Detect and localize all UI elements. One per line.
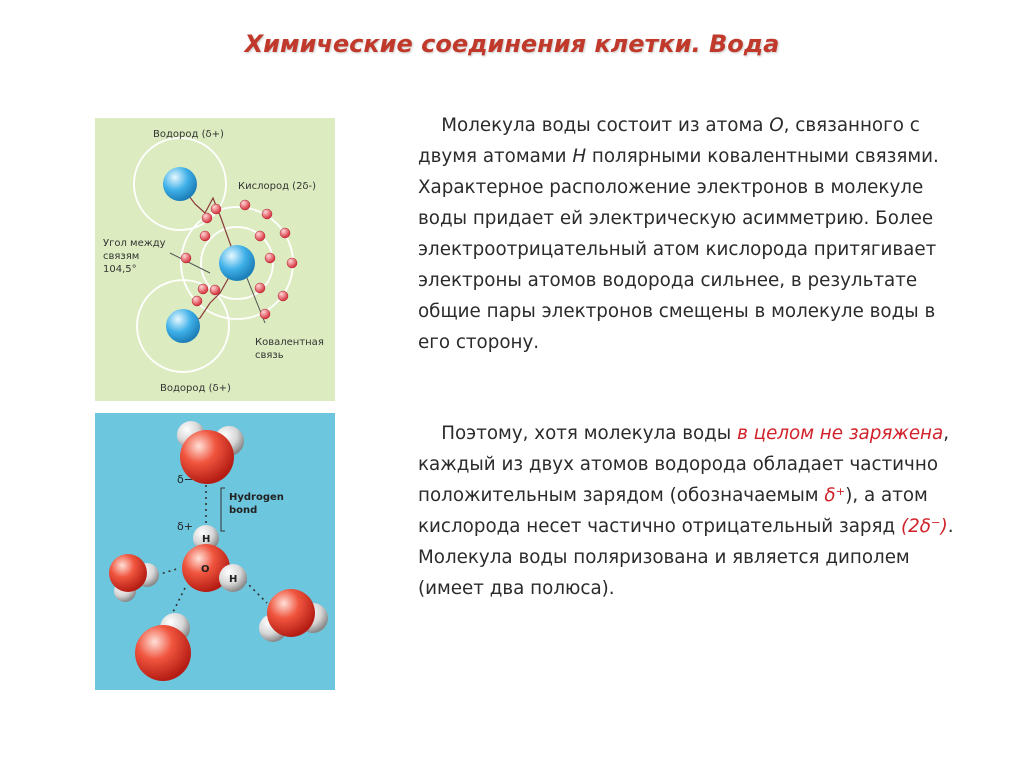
label-atom-o: O bbox=[201, 564, 210, 575]
delta-plus-symbol: δ⁺ bbox=[824, 485, 846, 506]
oxygen-atom-right bbox=[267, 589, 315, 637]
oxygen-atom-center bbox=[182, 544, 230, 592]
water-molecule-orbital-diagram: Водород (δ+) Кислород (2δ-) Угол между с… bbox=[95, 118, 335, 401]
label-angle-line1: Угол между bbox=[103, 238, 166, 249]
delta-minus-symbol: (2δ⁻) bbox=[900, 516, 948, 537]
label-hydrogen-bond-1: Hydrogen bbox=[229, 492, 284, 503]
oxygen-atom-left bbox=[109, 554, 147, 592]
label-atom-h1: H bbox=[202, 534, 210, 545]
label-hydrogen-bottom: Водород (δ+) bbox=[160, 383, 231, 394]
hydrogen-nucleus-bottom bbox=[166, 309, 200, 343]
paragraph-molecule-structure: Молекула воды состоит из атома О, связан… bbox=[418, 115, 939, 353]
label-oxygen: Кислород (2δ-) bbox=[238, 181, 316, 192]
label-bond-line2: связь bbox=[255, 350, 284, 361]
slide-title: Химические соединения клетки. Вода bbox=[244, 30, 780, 58]
oxygen-nucleus bbox=[219, 245, 255, 281]
label-angle-line3: 104,5° bbox=[103, 264, 137, 275]
label-bond-line1: Ковалентная bbox=[255, 337, 324, 348]
label-delta-plus: δ+ bbox=[177, 520, 193, 533]
label-angle-line2: связям bbox=[103, 251, 139, 262]
paragraph-polarity: Поэтому, хотя молекула воды в целом не з… bbox=[418, 423, 954, 599]
hydrogen-nucleus-top bbox=[163, 167, 197, 201]
oxygen-atom-top bbox=[180, 430, 234, 484]
label-atom-h2: H bbox=[229, 574, 237, 585]
label-hydrogen-bond-2: bond bbox=[229, 505, 257, 516]
hydrogen-bond-diagram: δ− δ+ Hydrogen bond H O H bbox=[95, 413, 335, 690]
highlight-not-charged: в целом не заряжена bbox=[737, 423, 944, 444]
oxygen-atom-bottom bbox=[135, 625, 191, 681]
label-delta-minus: δ− bbox=[177, 473, 193, 486]
label-hydrogen-top: Водород (δ+) bbox=[153, 129, 224, 140]
